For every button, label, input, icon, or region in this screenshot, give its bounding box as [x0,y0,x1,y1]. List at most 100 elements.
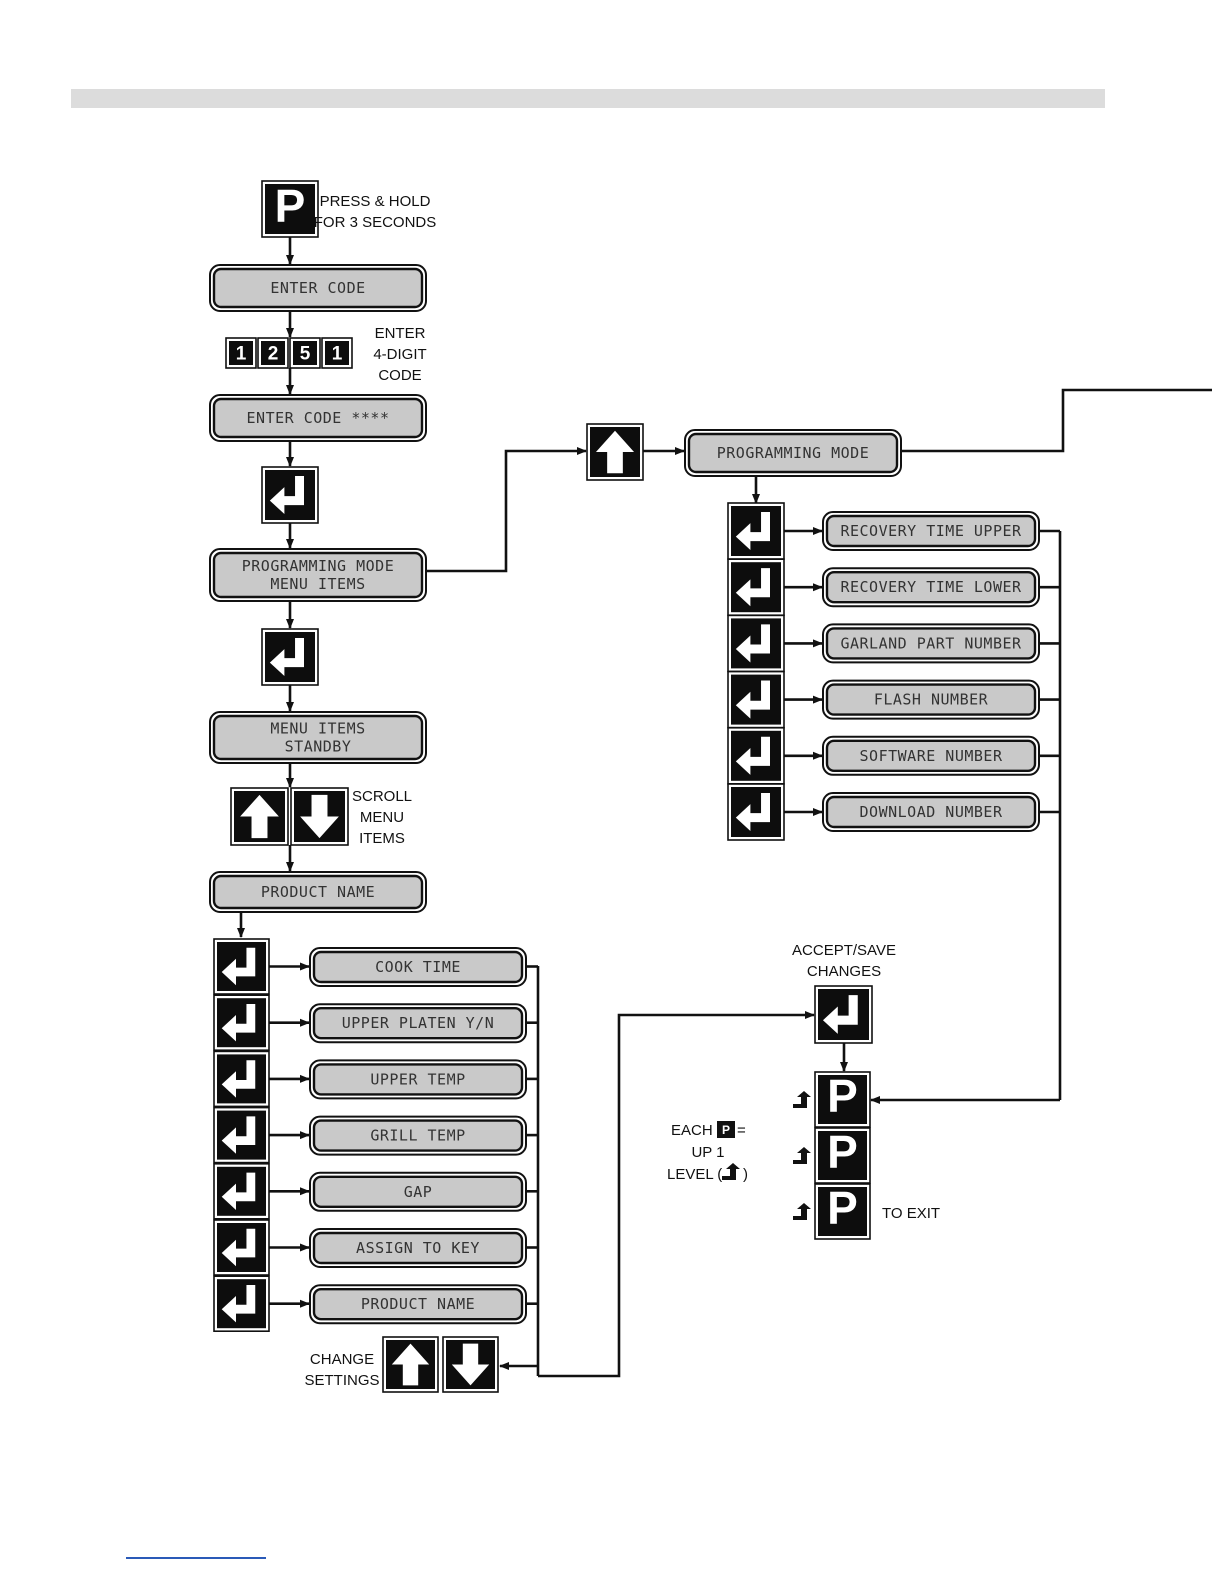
note-line: LEVEL ( [667,1166,722,1183]
digit-key-label: 2 [268,344,279,365]
digit-key-label: 5 [300,344,311,365]
p-key-mini-label: P [722,1123,730,1137]
lcd-text-line: ASSIGN TO KEY [356,1239,480,1257]
lcd-programming-item: RECOVERY TIME LOWER [822,567,1040,608]
lcd-text-line: UPPER PLATEN Y/N [342,1014,495,1032]
lcd-text-line: GAP [404,1183,433,1201]
lcd-menu-setting: ASSIGN TO KEY [309,1228,527,1268]
enter-arrow-icon [735,568,770,607]
enter-arrow-icon [221,1060,256,1098]
enter-key[interactable] [814,985,873,1044]
enter-key[interactable] [213,938,270,995]
enter-key[interactable] [213,1275,270,1332]
note-line: MENU [360,809,404,826]
up-level-icon [793,1203,811,1220]
up-arrow-icon [391,1343,430,1386]
up-arrow-key[interactable] [230,787,289,846]
p-key[interactable]: P [814,1126,871,1184]
lcd-programming-item: DOWNLOAD NUMBER [822,792,1040,832]
lcd-programming-item: GARLAND PART NUMBER [822,623,1040,664]
note-line: ) [743,1166,748,1183]
header-bar [71,89,1105,108]
p-key[interactable]: P [261,180,319,238]
lcd-menu-setting: GRILL TEMP [309,1115,527,1156]
up-arrow-key[interactable] [382,1336,439,1393]
to-exit-note: TO EXIT [882,1205,940,1222]
enter-arrow-icon [221,1004,256,1042]
down-arrow-key[interactable] [442,1336,499,1393]
lcd-text-line: COOK TIME [375,958,461,976]
digit-key[interactable]: 1 [225,337,257,369]
up-arrow-key[interactable] [586,423,644,481]
lcd-text-line: STANDBY [285,738,352,756]
lcd-programming-item: SOFTWARE NUMBER [822,735,1040,776]
lcd-menu-setting: PRODUCT NAME [309,1284,527,1325]
enter-key[interactable] [727,614,785,673]
enter-arrow-icon [221,1285,256,1323]
digit-key-label: 1 [236,344,247,365]
note-line: ACCEPT/SAVE [792,942,896,959]
enter-key[interactable] [261,466,319,524]
p-key[interactable]: P [814,1182,871,1240]
enter-key[interactable] [213,1106,270,1164]
enter-key[interactable] [727,783,785,841]
enter-arrow-icon [269,637,304,677]
up-arrow-icon [595,430,635,474]
note-line: SCROLL [352,788,412,805]
enter-key[interactable] [213,1163,270,1220]
lcd-menu-setting: COOK TIME [309,947,527,987]
enter-key[interactable] [727,502,785,560]
p-key-label: P [275,180,306,232]
lcd-text-line: SOFTWARE NUMBER [860,747,1003,765]
enter-key[interactable] [213,1219,270,1276]
enter-key[interactable] [727,670,785,729]
note-line: 4-DIGIT [373,346,426,363]
lcd-text-line: GARLAND PART NUMBER [840,634,1022,652]
connector-line [901,388,1212,453]
note-line: EACH [671,1122,713,1139]
enter-arrow-icon [221,1228,256,1267]
lcd-text-line: FLASH NUMBER [874,691,989,709]
connectors [237,237,1212,1378]
lcd-text-line: MENU ITEMS [270,720,365,738]
lcd-text-line: PROGRAMMING MODE [242,557,395,575]
enter-key[interactable] [213,994,270,1052]
note-line: UP 1 [691,1144,724,1161]
digit-key[interactable]: 1 [321,337,353,369]
enter-arrow-icon [735,624,770,663]
p-key-label: P [827,1070,858,1122]
down-arrow-key[interactable] [290,787,349,846]
note-line: SETTINGS [304,1372,379,1389]
note-line: CHANGE [310,1351,374,1368]
change-settings-note: CHANGE SETTINGS [304,1351,379,1389]
note-line: ENTER [375,325,426,342]
lcd-text-line: RECOVERY TIME UPPER [840,522,1022,540]
lcd-text-line: GRILL TEMP [370,1127,465,1145]
note-line: CODE [378,367,421,384]
note-line: FOR 3 SECONDS [314,214,437,231]
enter-arrow-icon [735,736,770,775]
enter-key[interactable] [213,1050,270,1108]
p-key[interactable]: P [814,1070,871,1128]
enter-key[interactable] [727,726,785,785]
enter-key[interactable] [261,628,319,686]
lcd-text-line: RECOVERY TIME LOWER [840,578,1022,596]
p-key-label: P [827,1126,858,1178]
enter-arrow-icon [269,475,304,515]
lcd-text-line: DOWNLOAD NUMBER [860,803,1003,821]
enter-arrow-icon [735,511,770,551]
enter-key[interactable] [727,558,785,617]
digit-key[interactable]: 2 [257,337,289,369]
lcd-menu-setting: UPPER TEMP [309,1059,527,1100]
digit-key[interactable]: 5 [289,337,321,369]
enter-arrow-icon [221,1172,256,1210]
note-line: CHANGES [807,963,881,980]
digit-key-label: 1 [332,344,343,365]
lcd-programming-item: RECOVERY TIME UPPER [822,511,1040,551]
